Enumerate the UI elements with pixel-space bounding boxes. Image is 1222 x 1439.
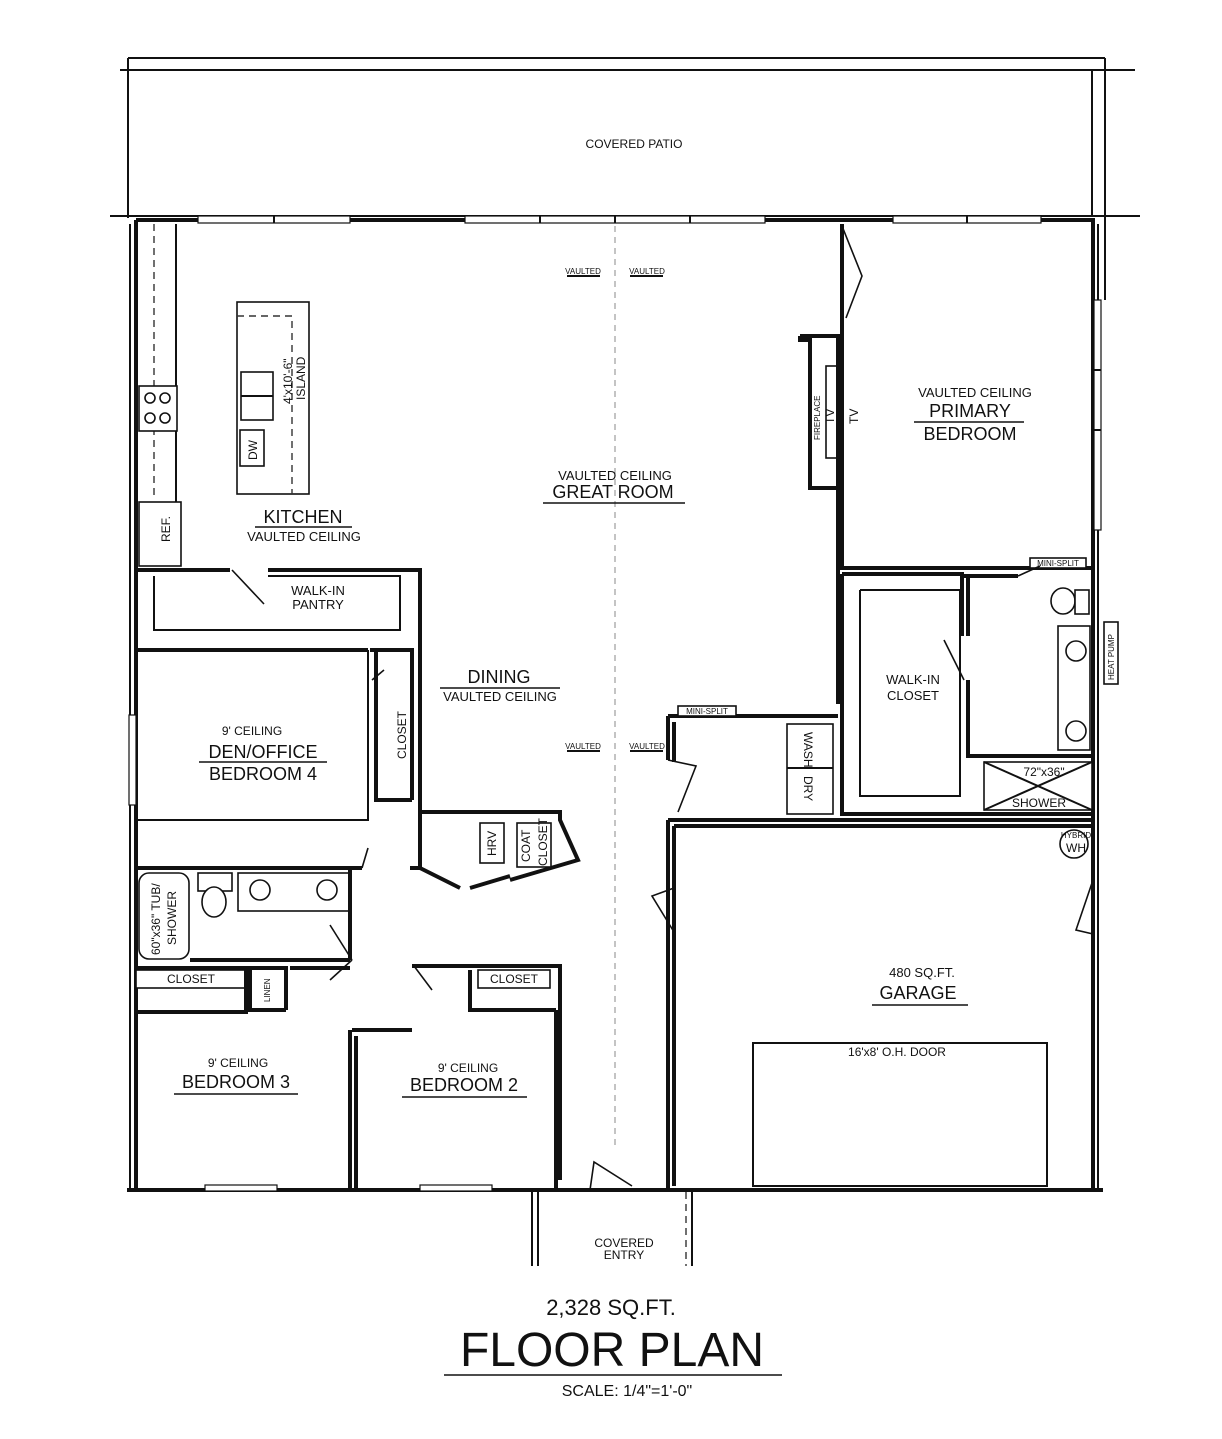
great-room-label: GREAT ROOM [552, 482, 673, 502]
total-sqft: 2,328 SQ.FT. [546, 1295, 676, 1320]
toilet-icon [201, 886, 227, 918]
mini-split-primary: MINI-SPLIT [1037, 559, 1079, 568]
primary-bath: HEAT PUMP 72"x36" SHOWER [962, 565, 1119, 811]
den-label-1: DEN/OFFICE [208, 742, 317, 762]
heat-pump-label: HEAT PUMP [1107, 634, 1116, 680]
wash-label: WASH [801, 732, 815, 768]
primary-walk-in-closet: WALK-IN CLOSET [840, 572, 1093, 816]
wh-label: WH [1066, 841, 1086, 855]
linen-label: LINEN [263, 978, 272, 1002]
covered-patio-label: COVERED PATIO [586, 137, 683, 151]
bedroom-3: 9' CEILING BEDROOM 3 [134, 1012, 352, 1190]
fireplace-label: FIREPLACE [813, 396, 822, 440]
vaulted-tag-2: VAULTED [629, 267, 665, 276]
laundry: WASH DRY MINI-SPLIT [666, 705, 838, 815]
walk-in-closet-1: WALK-IN [886, 672, 940, 687]
tub-icon [138, 872, 190, 960]
shower-dims: 72"x36" [1023, 765, 1064, 779]
den-closet-label: CLOSET [395, 710, 409, 759]
bed3-label: BEDROOM 3 [182, 1072, 290, 1092]
plan-scale: SCALE: 1/4"=1'-0" [562, 1383, 692, 1400]
plan-title: FLOOR PLAN [460, 1324, 764, 1377]
primary-toilet-icon [1050, 587, 1076, 615]
water-heater-icon [1059, 829, 1089, 859]
garage-sqft: 480 SQ.FT. [889, 965, 955, 980]
hrv-label: HRV [485, 831, 499, 856]
refrigerator [138, 501, 182, 567]
vaulted-tag-1: VAULTED [565, 267, 601, 276]
primary-ceiling: VAULTED CEILING [918, 385, 1032, 400]
covered-patio: COVERED PATIO [110, 57, 1140, 300]
shower-label: SHOWER [1012, 796, 1066, 810]
den-office: CLOSET 9' CEILING DEN/OFFICE BEDROOM 4 [136, 648, 420, 870]
plan-title-block: 2,328 SQ.FT. FLOOR PLAN SCALE: 1/4"=1'-0… [444, 1295, 782, 1400]
walk-in-closet-2: CLOSET [887, 688, 939, 703]
bed3-ceiling: 9' CEILING [208, 1056, 268, 1070]
primary-label-2: BEDROOM [923, 424, 1016, 444]
bed3-closet-label: CLOSET [167, 972, 216, 986]
covered-entry-1: COVERED [594, 1236, 654, 1250]
dining-ceiling: VAULTED CEILING [443, 689, 557, 704]
tub-shower: SHOWER [165, 891, 179, 945]
hall-closets: CLOSET LINEN CLOSET [135, 924, 562, 1180]
covered-entry-2: ENTRY [604, 1248, 644, 1262]
pantry-label-1: WALK-IN [291, 583, 345, 598]
primary-bedroom: VAULTED CEILING PRIMARY BEDROOM MINI-SPL… [836, 224, 1093, 704]
den-label-2: BEDROOM 4 [209, 764, 317, 784]
walk-in-pantry: WALK-IN PANTRY [136, 568, 422, 868]
island-label: ISLAND [294, 356, 308, 400]
tv-label-1: TV [823, 409, 837, 424]
dry-label: DRY [801, 776, 815, 801]
coat-closet-label: CLOSET [536, 817, 550, 866]
bed2-label: BEDROOM 2 [410, 1075, 518, 1095]
coat-label: COAT [519, 829, 533, 862]
garage: HYBRID WH 480 SQ.FT. GARAGE 16'x8' O.H. … [650, 818, 1094, 1190]
front-entry: COVERED ENTRY [531, 1160, 693, 1266]
dw-label: DW [246, 439, 260, 460]
garage-door-label: 16'x8' O.H. DOOR [848, 1045, 946, 1059]
hybrid-label: HYBRID [1061, 831, 1091, 840]
bedroom-2: 9' CEILING BEDROOM 2 [354, 1010, 558, 1190]
kitchen-label: KITCHEN [263, 507, 342, 527]
kitchen-ceiling: VAULTED CEILING [247, 529, 361, 544]
hrv-coat-area: HRV COAT CLOSET [419, 810, 581, 890]
pantry-label-2: PANTRY [292, 597, 344, 612]
island-dims: 4'x10'-6" [281, 358, 295, 404]
kitchen: REF. DW 4'x10'-6" ISLAND KITCHEN VAULTED… [138, 224, 361, 567]
dishwasher [239, 429, 265, 467]
den-ceiling: 9' CEILING [222, 724, 282, 738]
hall-bath: 60"x36" TUB/ SHOWER [134, 868, 352, 990]
vaulted-tag-3: VAULTED [565, 742, 601, 751]
dining-label: DINING [468, 667, 531, 687]
great-room-ceiling: VAULTED CEILING [558, 468, 672, 483]
vaulted-tag-4: VAULTED [629, 742, 665, 751]
tv-label-2: TV [847, 409, 861, 424]
cooktop [138, 385, 178, 432]
windows [128, 215, 1102, 1192]
ref-label: REF. [159, 516, 173, 542]
bed2-closet-label: CLOSET [490, 972, 539, 986]
mini-split-laundry: MINI-SPLIT [686, 707, 728, 716]
bed2-ceiling: 9' CEILING [438, 1061, 498, 1075]
garage-label: GARAGE [879, 983, 956, 1003]
primary-label-1: PRIMARY [929, 401, 1011, 421]
tub-dims: 60"x36" TUB/ [149, 883, 163, 955]
overhead-door [752, 1042, 1048, 1187]
